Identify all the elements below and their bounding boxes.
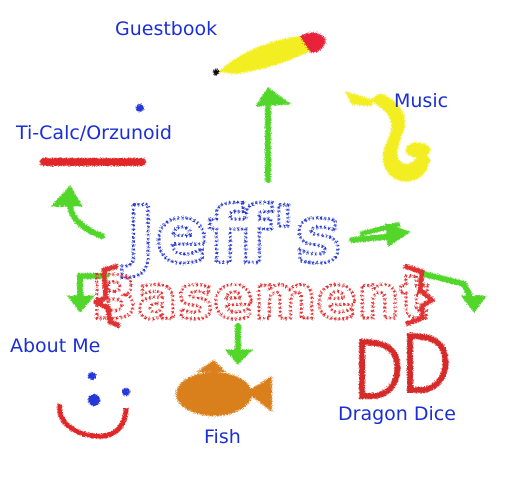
fish-link[interactable]: Fish: [204, 426, 241, 448]
hotspot-about-smiley[interactable]: [54, 366, 132, 440]
arrow-ticalc: [50, 185, 105, 239]
arrow-about: [67, 273, 109, 313]
about-me-link[interactable]: About Me: [10, 335, 101, 357]
pen-icon: [213, 32, 326, 75]
arrow-dragon: [421, 271, 487, 313]
site-title-line2: Basement: [91, 263, 428, 333]
guestbook-link[interactable]: Guestbook: [115, 18, 218, 40]
site-title-line1: Jeff's: [121, 191, 341, 281]
hotspot-fish[interactable]: [172, 356, 276, 418]
hotspot-dragon-dice[interactable]: [356, 332, 452, 402]
dice-icon: [359, 332, 449, 399]
music-link[interactable]: Music: [394, 90, 449, 112]
smiley-face-icon: [57, 372, 130, 439]
hotspot-music-sax[interactable]: [340, 86, 436, 186]
ticalc-link[interactable]: Ti-Calc/Orzunoid: [16, 122, 172, 144]
saxophone-icon: [345, 91, 431, 182]
arrow-guestbook: [255, 87, 292, 183]
title-bracket-left: [89, 263, 121, 329]
hotspot-ticalc-paddle[interactable]: [36, 96, 150, 170]
arrow-music: [349, 221, 412, 247]
arrow-fish: [224, 323, 254, 365]
title-bracket-right: [403, 263, 437, 327]
dragon-dice-link[interactable]: Dragon Dice: [338, 403, 456, 425]
fish-icon: [176, 360, 272, 416]
hotspot-guestbook-pen[interactable]: [210, 28, 330, 78]
paddle-ball-icon: [40, 104, 146, 166]
